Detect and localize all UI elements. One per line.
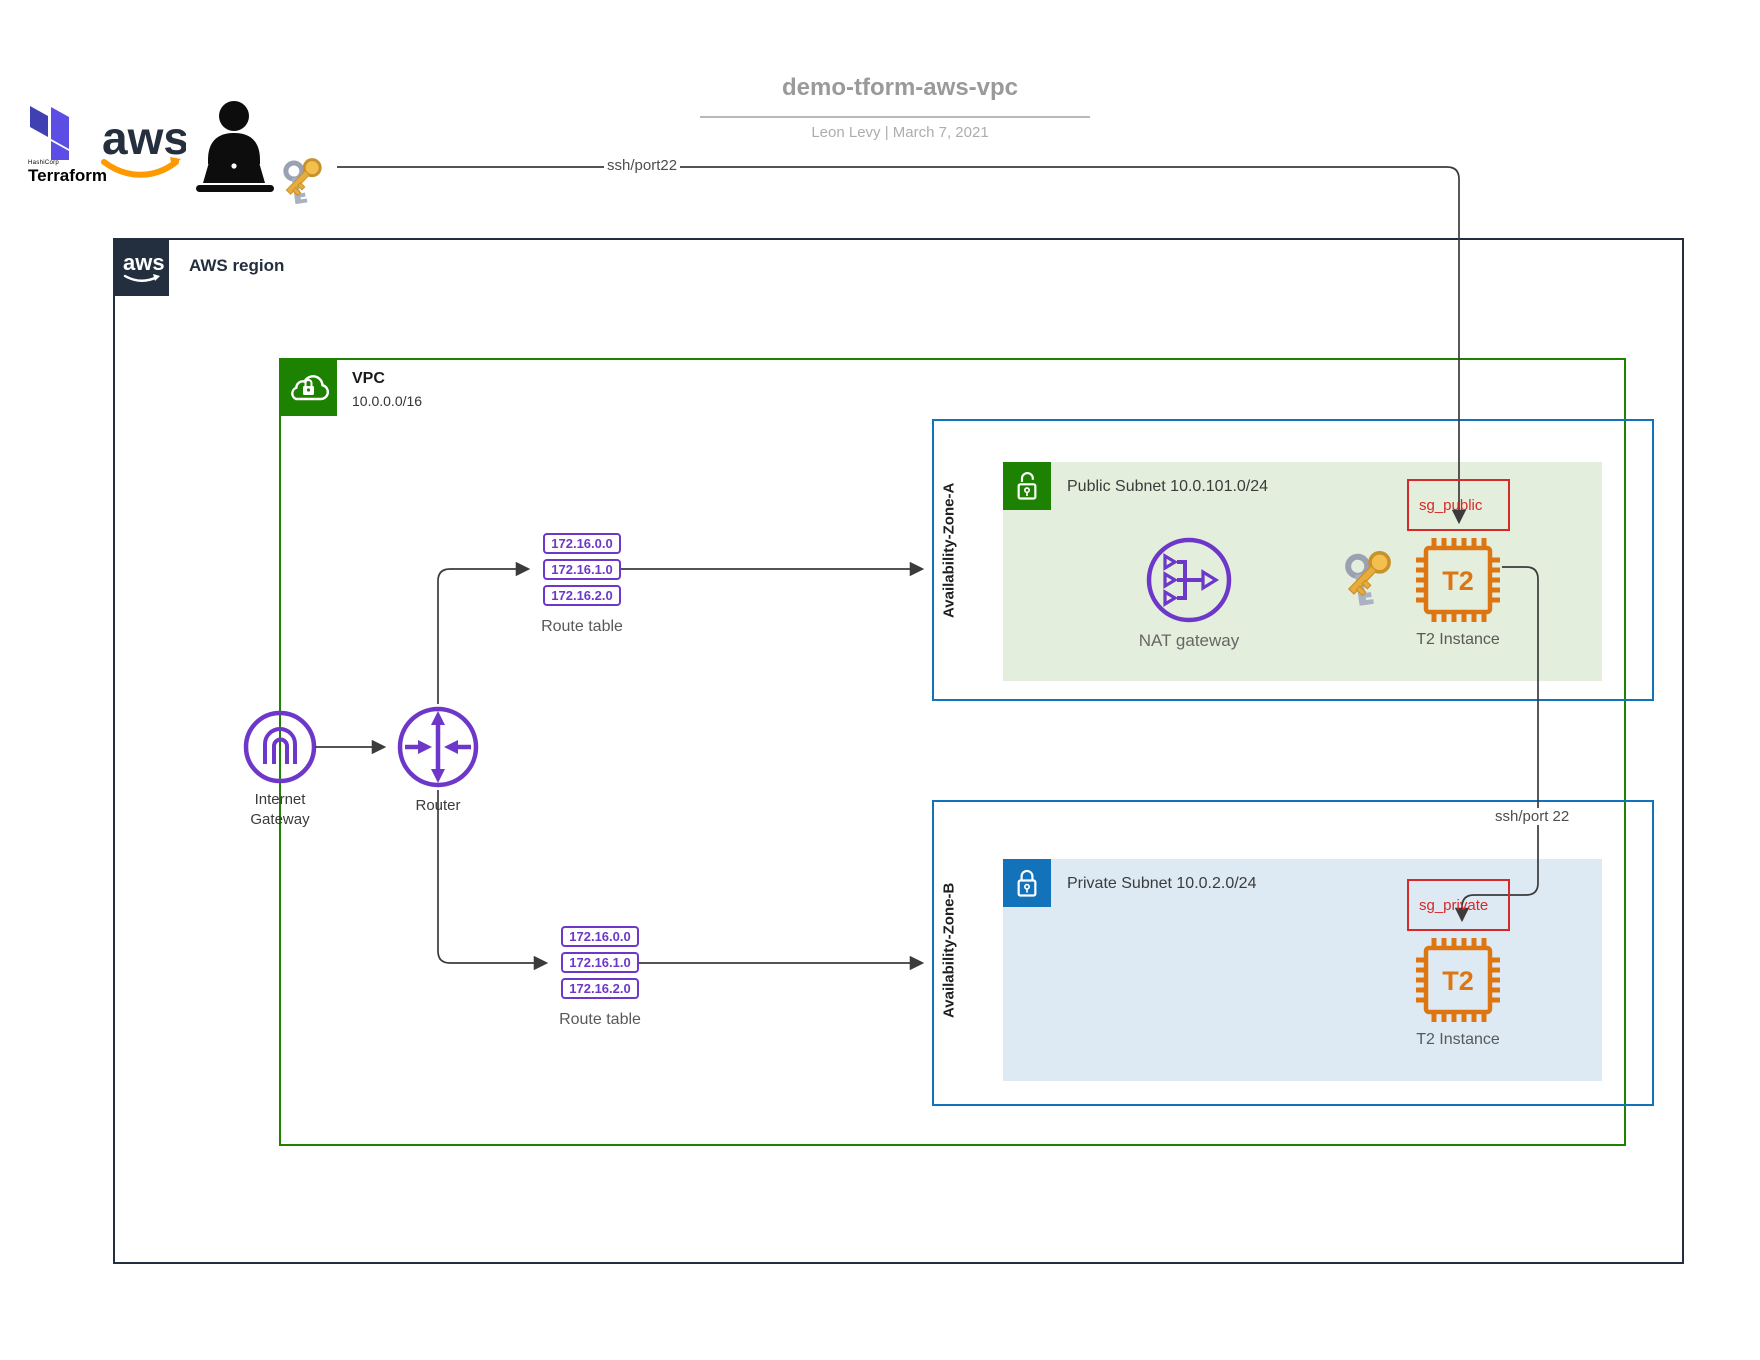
aws-logo: aws <box>96 106 186 184</box>
open-lock-icon <box>1017 472 1037 500</box>
availability-zone-b-box <box>932 800 1654 1106</box>
t2-instance-b-label: T2 Instance <box>1416 1031 1500 1048</box>
aws-region-label: AWS region <box>189 256 285 275</box>
aws-region-badge: aws <box>113 238 169 296</box>
vpc-label: VPC <box>352 370 385 387</box>
private-subnet-badge <box>1003 859 1051 907</box>
ssh-keys-icon <box>274 154 336 216</box>
vpc-cloud-lock-icon <box>291 375 330 401</box>
t2-instance-a-label: T2 Instance <box>1416 631 1500 648</box>
aws-logo-text: aws <box>102 112 186 164</box>
instance-keys-icon <box>1334 546 1408 620</box>
route-table-a-entry: 172.16.0.0 <box>543 533 621 554</box>
ssh-port22-mid-label: ssh/port 22 <box>1492 808 1573 825</box>
nat-gateway-icon <box>1145 536 1233 624</box>
user-at-laptop-icon <box>190 100 290 198</box>
private-subnet-title: Private Subnet 10.0.2.0/24 <box>1067 875 1257 892</box>
terraform-logo: HashiCorp Terraform <box>28 104 108 186</box>
route-table-a-entry: 172.16.1.0 <box>543 559 621 580</box>
closed-lock-icon <box>1017 869 1037 897</box>
availability-zone-a-label: Availability-Zone-A <box>940 482 958 618</box>
public-subnet-title: Public Subnet 10.0.101.0/24 <box>1067 478 1269 495</box>
terraform-brand-text: HashiCorp <box>28 160 60 166</box>
t2-chip-text-b: T2 <box>1442 966 1474 996</box>
diagram-title: demo-tform-aws-vpc <box>781 74 1019 101</box>
t2-instance-a-icon: T2 <box>1412 534 1504 626</box>
sg-public-label: sg_public <box>1419 496 1483 514</box>
internet-gateway-icon <box>240 707 320 787</box>
terraform-name-text: Terraform <box>28 166 108 185</box>
sg-private-label: sg_private <box>1419 896 1489 914</box>
route-table-a-entry: 172.16.2.0 <box>543 585 621 606</box>
aws-region-badge-text: aws <box>123 250 165 275</box>
t2-instance-b-icon: T2 <box>1412 934 1504 1026</box>
nat-gateway-label: NAT gateway <box>1138 631 1240 650</box>
sg-private-box: sg_private <box>1407 879 1510 931</box>
ssh-port22-top-label: ssh/port22 <box>604 157 681 174</box>
vpc-cidr: 10.0.0.0/16 <box>352 393 423 409</box>
route-table-b-label: Route table <box>559 1011 641 1028</box>
route-table-a-label: Route table <box>541 618 623 635</box>
aws-smile-icon <box>101 159 179 178</box>
public-subnet-badge <box>1003 462 1051 510</box>
route-table-b-entry: 172.16.2.0 <box>561 978 639 999</box>
route-table-b-entry: 172.16.1.0 <box>561 952 639 973</box>
router-label: Router <box>415 797 461 814</box>
router-icon <box>394 703 482 791</box>
sg-public-box: sg_public <box>1407 479 1510 531</box>
terraform-mark-icon <box>30 106 69 160</box>
route-table-b-entry: 172.16.0.0 <box>561 926 639 947</box>
t2-chip-text-a: T2 <box>1442 566 1474 596</box>
vpc-badge <box>279 358 337 416</box>
title-divider <box>700 116 1090 118</box>
diagram-subtitle: Leon Levy | March 7, 2021 <box>811 124 989 141</box>
internet-gateway-label: Internet Gateway <box>250 791 310 828</box>
availability-zone-b-label: Availability-Zone-B <box>940 882 958 1018</box>
